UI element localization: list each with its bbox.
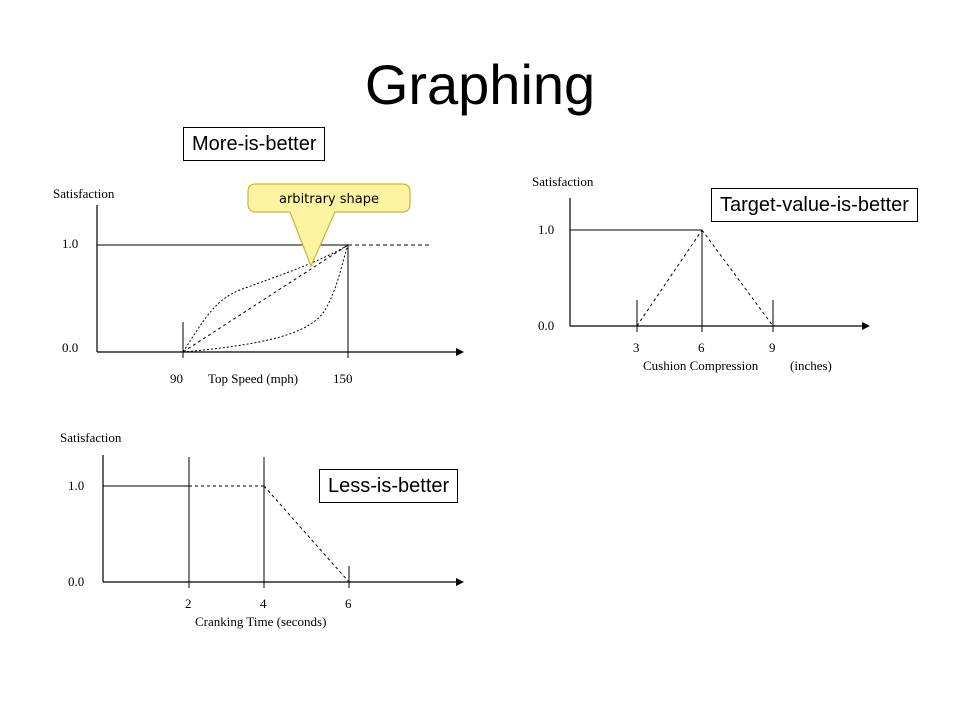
label-more-is-better: More-is-better xyxy=(183,127,326,161)
callout-text: arbitrary shape xyxy=(279,192,379,207)
callout-arbitrary-shape: arbitrary shape xyxy=(247,183,411,268)
chart2-ylabel: Satisfaction xyxy=(532,174,594,189)
chart1-linear-curve xyxy=(182,244,349,353)
chart-less-is-better: Satisfaction 1.0 0.0 2 4 6 Cranking Time… xyxy=(60,430,464,629)
label-less-is-better: Less-is-better xyxy=(319,469,459,503)
chart3-xtick-2: 6 xyxy=(345,596,352,611)
chart2-rising-line xyxy=(636,229,703,327)
chart2-xtick-2: 9 xyxy=(769,340,776,355)
chart3-xtick-1: 4 xyxy=(260,596,267,611)
chart3-ylabel: Satisfaction xyxy=(60,430,122,445)
chart3-xtick-0: 2 xyxy=(185,596,192,611)
chart3-ytick-1: 1.0 xyxy=(68,478,84,493)
chart1-ylabel: Satisfaction xyxy=(53,186,115,201)
chart1-xtick-0: 90 xyxy=(170,371,183,386)
chart-more-is-better: Satisfaction 1.0 0.0 90 Top Speed (mph) … xyxy=(53,183,464,386)
chart2-falling-line xyxy=(701,229,774,327)
label-target-value-is-better: Target-value-is-better xyxy=(711,188,918,222)
chart1-xlabel: Top Speed (mph) xyxy=(208,371,298,386)
chart1-concave-curve xyxy=(182,244,349,353)
chart3-x-arrow xyxy=(456,578,464,586)
chart2-xunit: (inches) xyxy=(790,358,832,373)
chart2-ytick-1: 1.0 xyxy=(538,222,554,237)
chart2-ytick-0: 0.0 xyxy=(538,318,554,333)
slide-title: Graphing xyxy=(364,53,596,116)
callout-bubble xyxy=(247,183,411,268)
chart2-xlabel: Cushion Compression xyxy=(643,358,759,373)
chart1-ytick-0: 0.0 xyxy=(62,340,78,355)
chart-target-value-is-better: Satisfaction 1.0 0.0 3 6 9 Cushion Compr… xyxy=(532,174,870,373)
chart3-xlabel: Cranking Time (seconds) xyxy=(195,614,326,629)
chart3-ytick-0: 0.0 xyxy=(68,574,84,589)
chart1-ytick-1: 1.0 xyxy=(62,236,78,251)
chart1-xtick-1: 150 xyxy=(333,371,353,386)
chart1-convex-curve xyxy=(182,244,349,353)
chart2-xtick-1: 6 xyxy=(698,340,705,355)
chart2-xtick-0: 3 xyxy=(633,340,640,355)
chart2-x-arrow xyxy=(862,322,870,330)
chart1-x-arrow xyxy=(456,348,464,356)
